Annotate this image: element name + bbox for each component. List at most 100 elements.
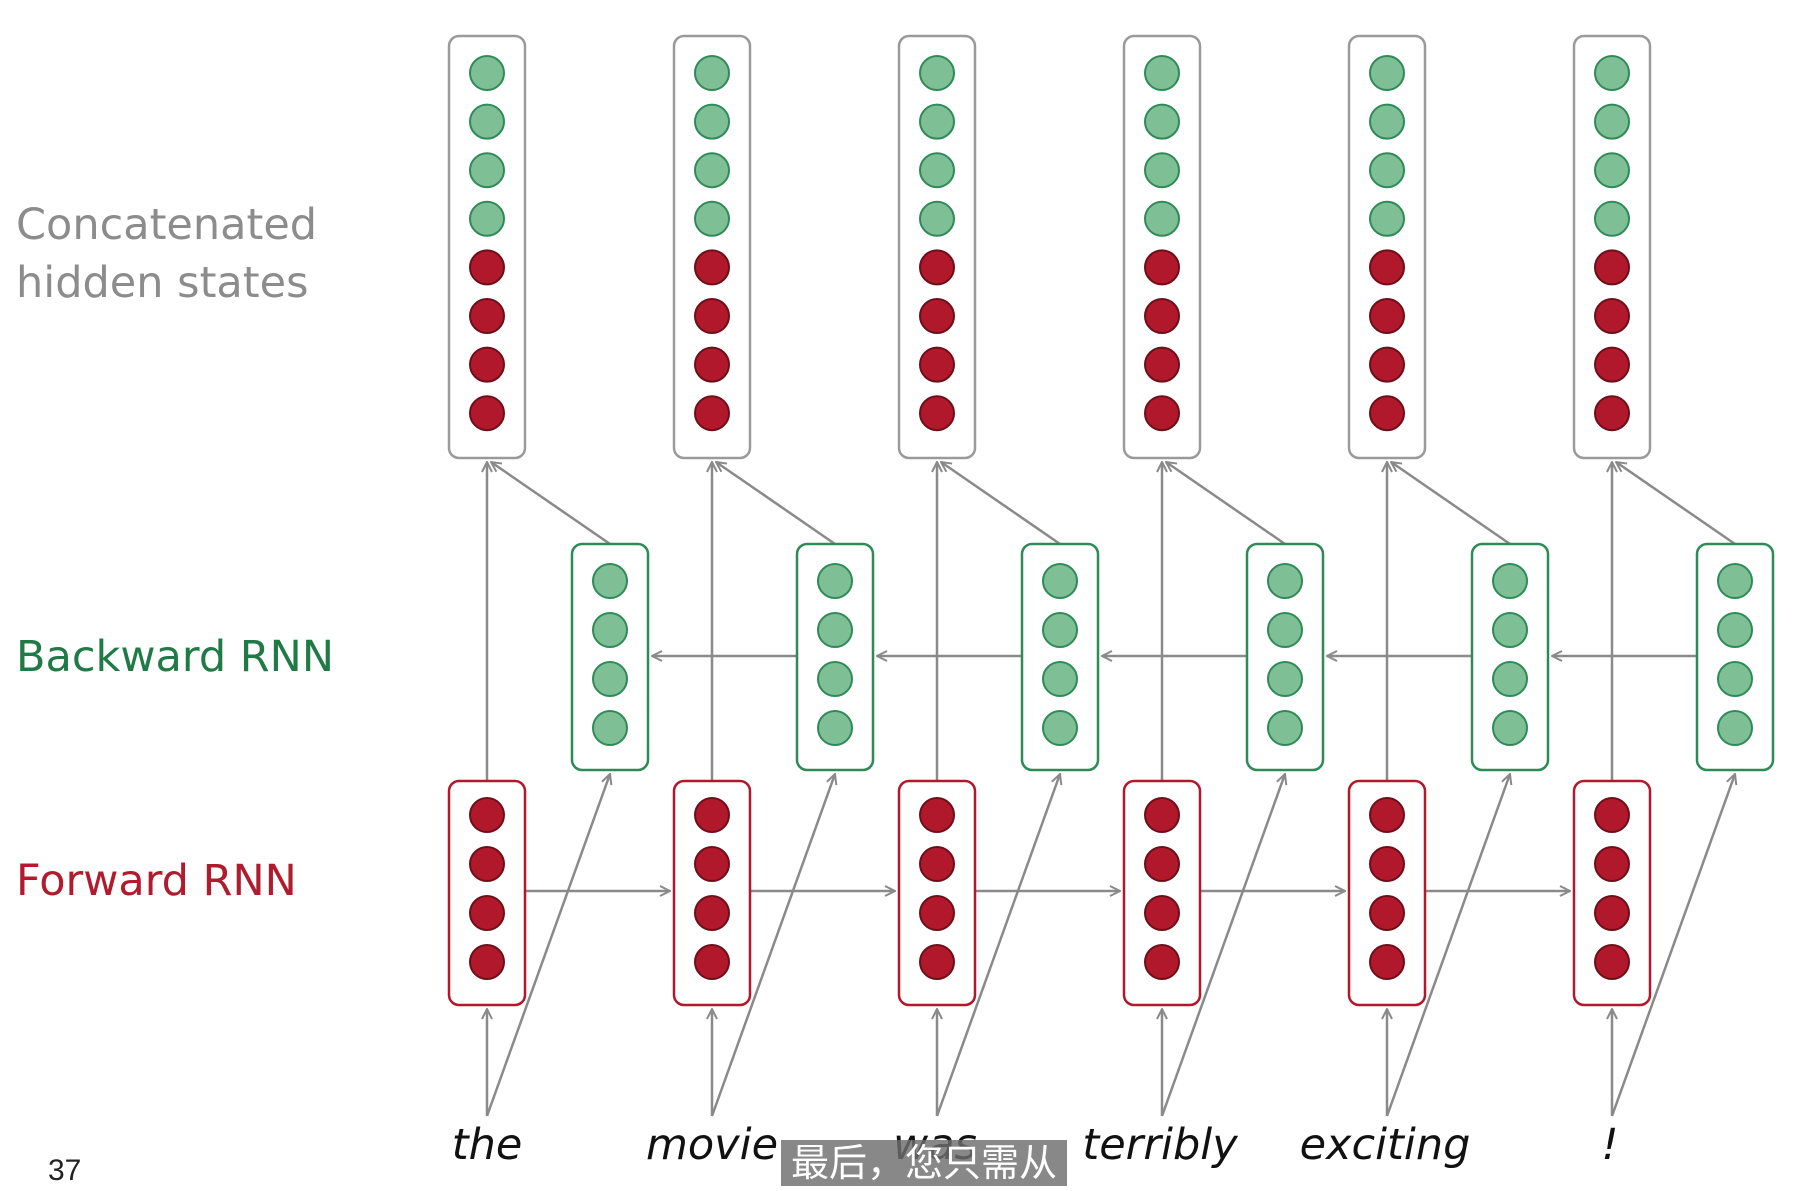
backward-unit-1	[1717, 612, 1753, 648]
concat-backward-unit-3	[1144, 200, 1180, 237]
backward-to-concat-arrow-0	[491, 462, 611, 546]
concat-backward-unit-0	[919, 55, 955, 91]
forward-unit-0	[469, 797, 505, 833]
forward-unit-3	[469, 944, 505, 980]
forward-state-box-0	[447, 779, 527, 1007]
backward-unit-0	[1042, 563, 1078, 599]
backward-to-concat-arrow-4	[1391, 462, 1511, 546]
concat-backward-unit-1	[469, 103, 505, 140]
backward-state-box-4	[1470, 542, 1550, 772]
backward-state-box-5	[1695, 542, 1775, 772]
forward-unit-2	[919, 895, 955, 931]
forward-unit-2	[1144, 895, 1180, 931]
concat-forward-unit-4	[1144, 249, 1180, 286]
forward-unit-1	[1369, 846, 1405, 882]
concat-backward-unit-0	[1369, 55, 1405, 91]
concatenated-label-line1: Concatenated	[16, 200, 318, 250]
backward-unit-2	[1492, 661, 1528, 697]
concat-forward-unit-7	[1369, 395, 1405, 432]
backward-to-concat-arrow-5	[1616, 462, 1736, 546]
backward-to-concat-arrow-3	[1166, 462, 1286, 546]
word-terribly: terribly	[1082, 1120, 1238, 1170]
concat-forward-unit-5	[469, 298, 505, 334]
forward-state-box-3	[1122, 779, 1202, 1007]
concat-forward-unit-6	[1369, 346, 1405, 383]
forward-unit-2	[694, 895, 730, 931]
concat-forward-unit-6	[1594, 346, 1630, 383]
backward-unit-2	[1042, 661, 1078, 697]
concat-backward-unit-3	[919, 200, 955, 237]
backward-state-box-2	[1020, 542, 1100, 772]
backward-unit-0	[1267, 563, 1303, 599]
forward-unit-3	[1144, 944, 1180, 980]
backward-unit-1	[1492, 612, 1528, 648]
forward-unit-1	[919, 846, 955, 882]
concat-state-box-0	[447, 34, 527, 460]
forward-unit-0	[1594, 797, 1630, 833]
backward-to-concat-arrow-2	[941, 462, 1061, 546]
concat-state-box-2	[897, 34, 977, 460]
concat-backward-unit-2	[694, 152, 730, 189]
word-exciting: exciting	[1299, 1120, 1471, 1170]
input-to-backward-arrow-3	[1160, 774, 1285, 1117]
concat-forward-unit-5	[919, 298, 955, 334]
concat-forward-unit-4	[1594, 249, 1630, 286]
forward-unit-0	[919, 797, 955, 833]
word-the: the	[451, 1120, 523, 1170]
slide-number: 37	[48, 1154, 82, 1187]
backward-unit-0	[1717, 563, 1753, 599]
forward-state-box-4	[1347, 779, 1427, 1007]
concat-backward-unit-2	[469, 152, 505, 189]
backward-unit-0	[1492, 563, 1528, 599]
concat-backward-unit-1	[1594, 103, 1630, 140]
forward-unit-3	[1369, 944, 1405, 980]
concat-forward-unit-7	[1594, 395, 1630, 432]
concat-backward-unit-0	[694, 55, 730, 91]
word-exclamation: !	[1601, 1120, 1619, 1170]
forward-unit-1	[694, 846, 730, 882]
concat-forward-unit-5	[694, 298, 730, 334]
concat-forward-unit-7	[694, 395, 730, 432]
forward-unit-2	[469, 895, 505, 931]
backward-unit-1	[817, 612, 853, 648]
backward-to-concat-arrow-1	[716, 462, 836, 546]
backward-unit-0	[817, 563, 853, 599]
concat-forward-unit-7	[919, 395, 955, 432]
concat-backward-unit-3	[1594, 200, 1630, 237]
concat-backward-unit-2	[919, 152, 955, 189]
backward-unit-3	[1042, 710, 1078, 746]
forward-unit-3	[919, 944, 955, 980]
concat-backward-unit-3	[694, 200, 730, 237]
concat-forward-unit-6	[1144, 346, 1180, 383]
concat-forward-unit-6	[919, 346, 955, 383]
concat-backward-unit-1	[694, 103, 730, 140]
forward-unit-3	[1594, 944, 1630, 980]
forward-unit-2	[1369, 895, 1405, 931]
forward-unit-0	[1369, 797, 1405, 833]
concat-state-box-5	[1572, 34, 1652, 460]
concat-forward-unit-4	[469, 249, 505, 286]
concat-forward-unit-7	[1144, 395, 1180, 432]
concat-backward-unit-2	[1369, 152, 1405, 189]
backward-unit-1	[592, 612, 628, 648]
concatenated-label-line2: hidden states	[16, 258, 309, 308]
concat-backward-unit-0	[1144, 55, 1180, 91]
backward-state-box-0	[570, 542, 650, 772]
forward-state-box-5	[1572, 779, 1652, 1007]
backward-unit-3	[1492, 710, 1528, 746]
concat-backward-unit-1	[1369, 103, 1405, 140]
forward-rnn-label: Forward RNN	[16, 856, 297, 906]
input-to-backward-arrow-5	[1610, 774, 1735, 1117]
concat-backward-unit-3	[469, 200, 505, 237]
backward-unit-3	[1717, 710, 1753, 746]
input-to-backward-arrow-2	[935, 774, 1060, 1117]
input-to-backward-arrow-0	[485, 774, 610, 1117]
concat-forward-unit-7	[469, 395, 505, 432]
concat-forward-unit-5	[1369, 298, 1405, 334]
concat-backward-unit-1	[1144, 103, 1180, 140]
backward-rnn-label: Backward RNN	[16, 632, 335, 682]
concat-forward-unit-4	[1369, 249, 1405, 286]
concat-forward-unit-5	[1144, 298, 1180, 334]
